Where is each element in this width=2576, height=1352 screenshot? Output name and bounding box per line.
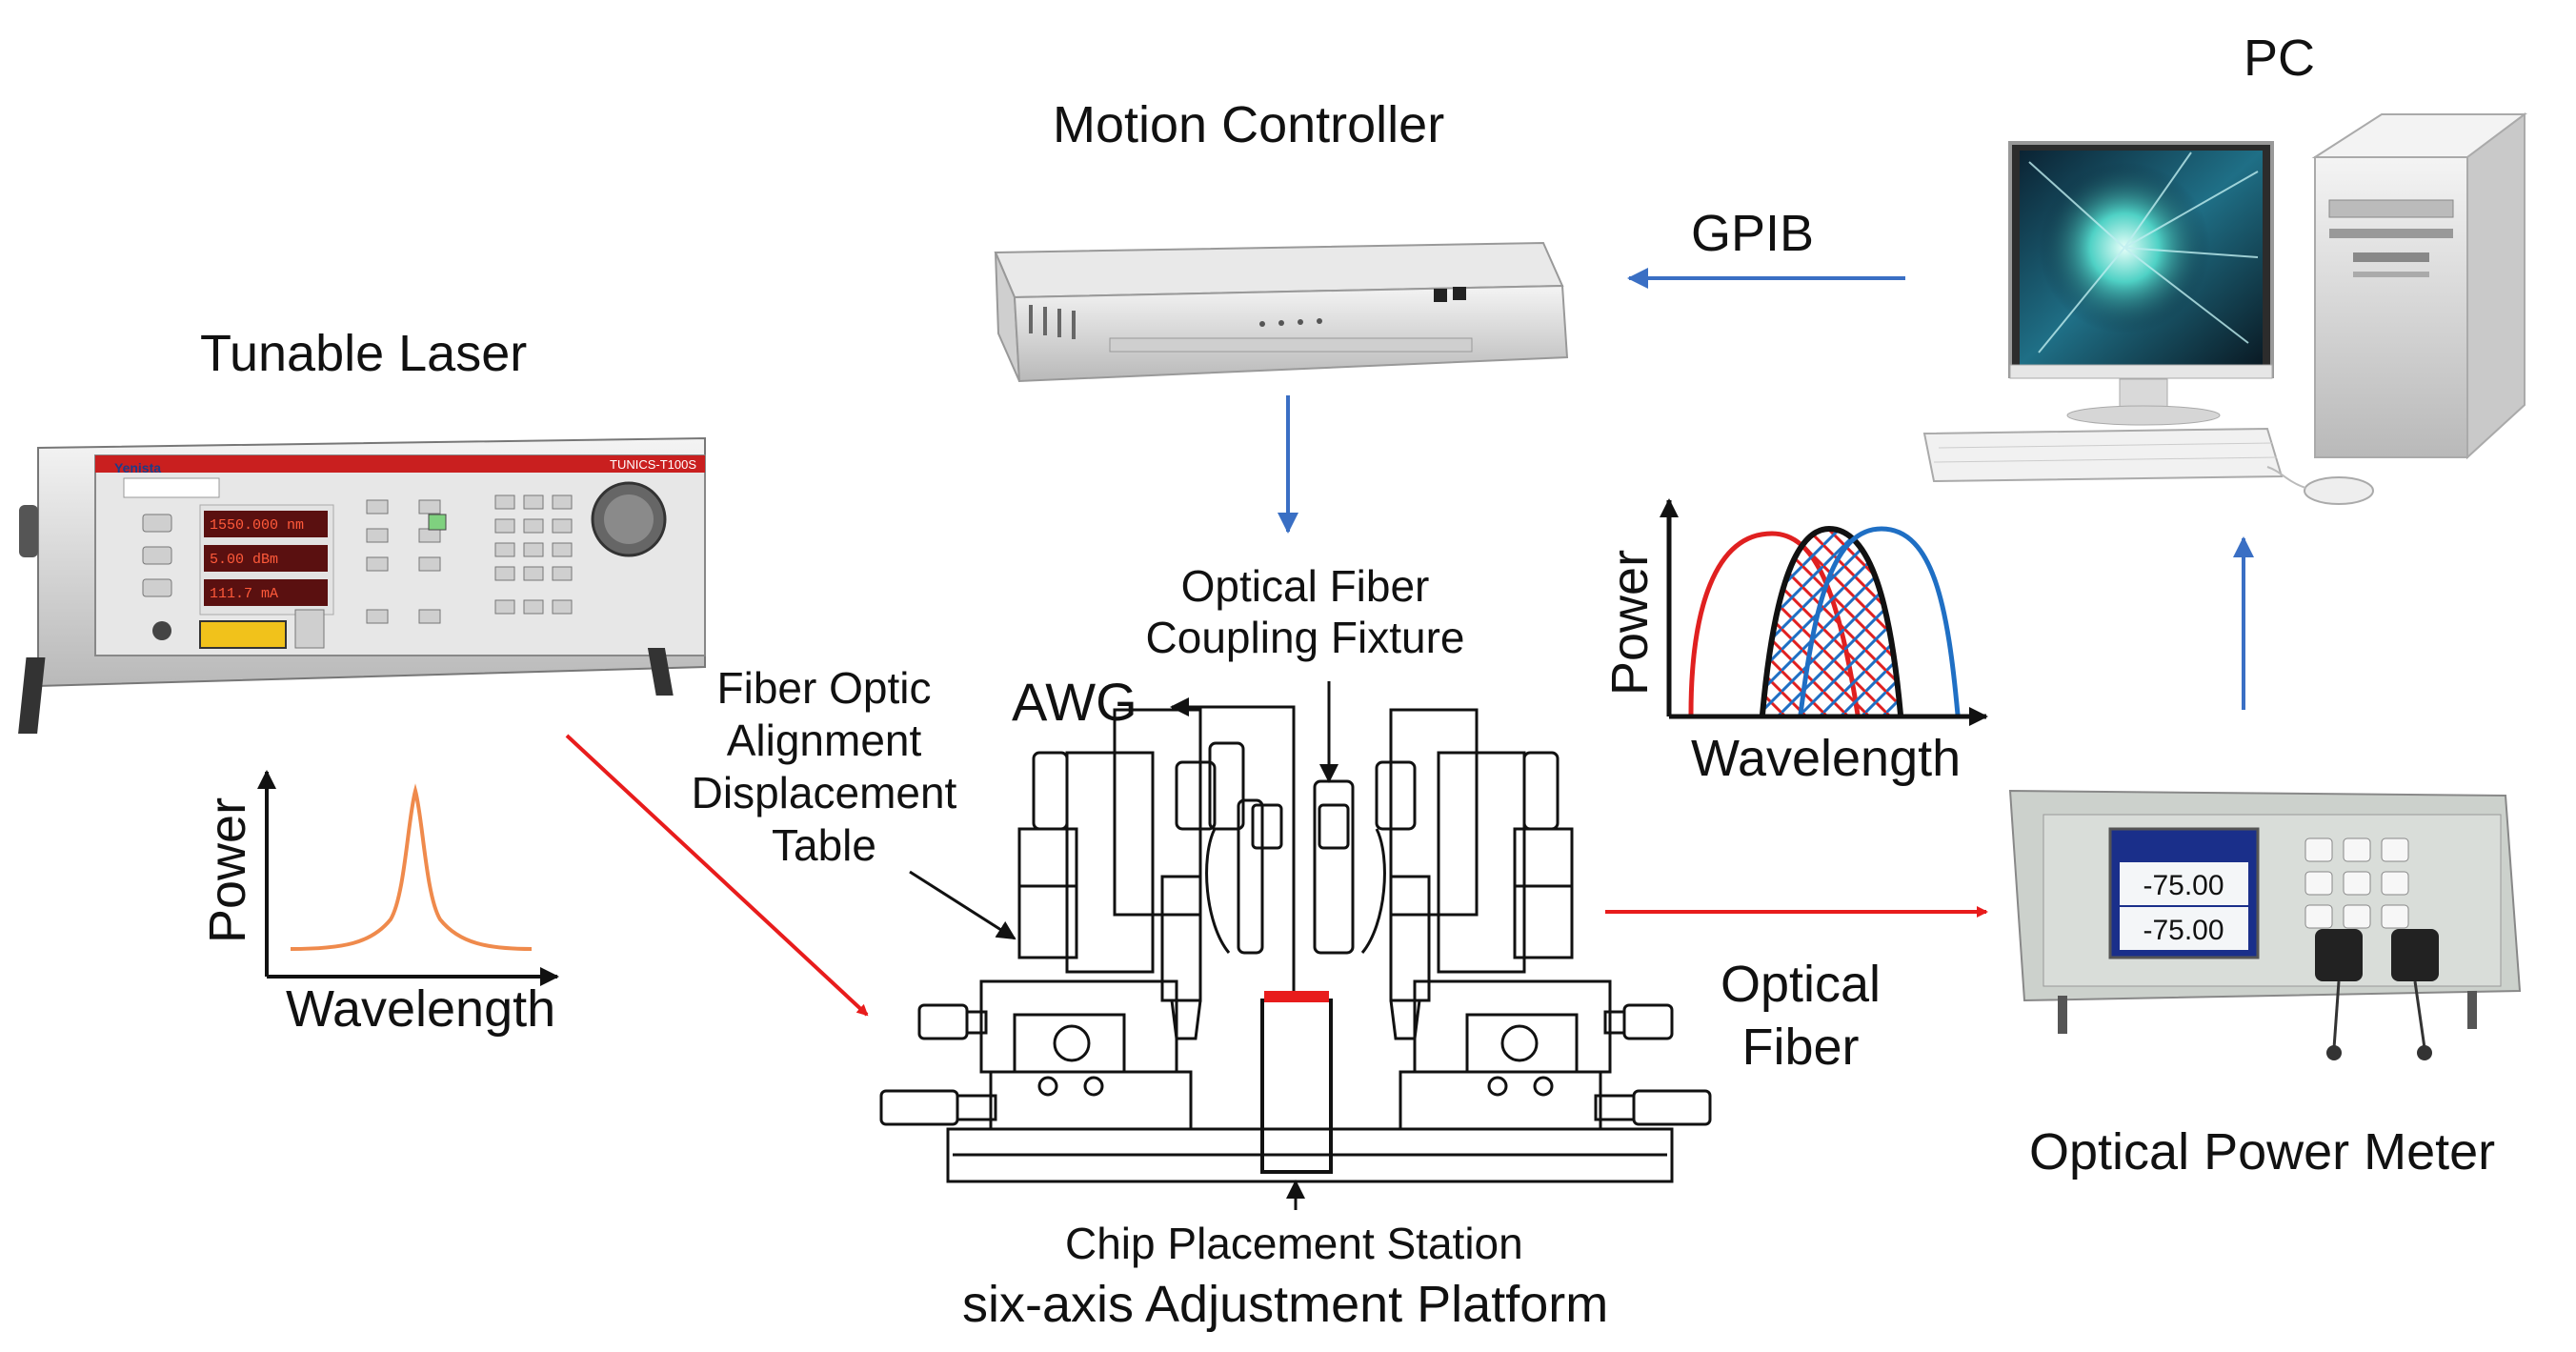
power-reading-1: -75.00	[2143, 870, 2224, 901]
output-plot-xlabel: Wavelength	[1691, 730, 1962, 787]
label-six-axis-platform: six-axis Adjustment Platform	[962, 1276, 1609, 1333]
label-coupling-fixture: Optical Fiber Coupling Fixture	[1143, 560, 1467, 663]
spectrum-curve-black	[1760, 525, 1903, 716]
label-alignment-line3: Displacement	[691, 768, 957, 817]
laser-brand: Yenista	[114, 460, 161, 475]
output-spectrum-plot	[1660, 498, 1988, 726]
alignment-table-leader	[909, 870, 1016, 940]
laser-display-line-1: 1550.000 nm	[210, 517, 304, 534]
label-alignment-line4: Table	[772, 820, 876, 870]
laser-spectrum-curve	[290, 783, 533, 951]
label-optical-fiber-line1: Optical	[1720, 956, 1882, 1013]
pc-device	[1922, 112, 2527, 505]
label-coupling-fixture-line2: Coupling Fixture	[1145, 613, 1465, 662]
chip-placement-station	[1260, 999, 1333, 1174]
laser-spectrum-plot	[257, 770, 559, 986]
label-chip-placement-station: Chip Placement Station	[1065, 1219, 1523, 1268]
label-tunable-laser: Tunable Laser	[200, 325, 528, 382]
label-optical-power-meter: Optical Power Meter	[2029, 1123, 2496, 1180]
laser-display-line-2: 5.00 dBm	[210, 552, 278, 568]
tunable-laser-device	[18, 436, 706, 734]
motion-controller-device	[994, 241, 1569, 383]
label-optical-fiber: Optical Fiber	[1677, 953, 1924, 1079]
label-alignment-line2: Alignment	[726, 716, 922, 765]
label-motion-controller: Motion Controller	[1053, 96, 1445, 153]
output-plot-ylabel: Power	[1601, 549, 1659, 696]
spectrum-curve-blue	[1798, 526, 1961, 716]
arrow-laser-to-platform	[565, 734, 869, 1017]
label-pc: PC	[2244, 30, 2316, 87]
spectrum-overlap-hatch	[1762, 529, 1901, 715]
laser-plot-ylabel: Power	[199, 797, 256, 943]
six-axis-platform-drawing	[879, 708, 1712, 1183]
label-coupling-fixture-line1: Optical Fiber	[1180, 561, 1430, 611]
awg-leader	[1170, 697, 1296, 991]
laser-plot-xlabel: Wavelength	[286, 980, 556, 1038]
laser-model: TUNICS-T100S	[610, 457, 696, 472]
label-alignment-table: Fiber Optic Alignment Displacement Table	[667, 662, 981, 872]
label-optical-fiber-line2: Fiber	[1741, 1019, 1860, 1076]
label-awg: AWG	[1012, 672, 1137, 732]
chip-red-marker	[1264, 991, 1329, 1002]
optical-power-meter-device	[2008, 789, 2522, 1060]
label-alignment-line1: Fiber Optic	[716, 663, 932, 713]
laser-display-line-3: 111.7 mA	[210, 586, 278, 602]
power-reading-2: -75.00	[2143, 915, 2224, 946]
label-gpib: GPIB	[1691, 205, 1815, 262]
